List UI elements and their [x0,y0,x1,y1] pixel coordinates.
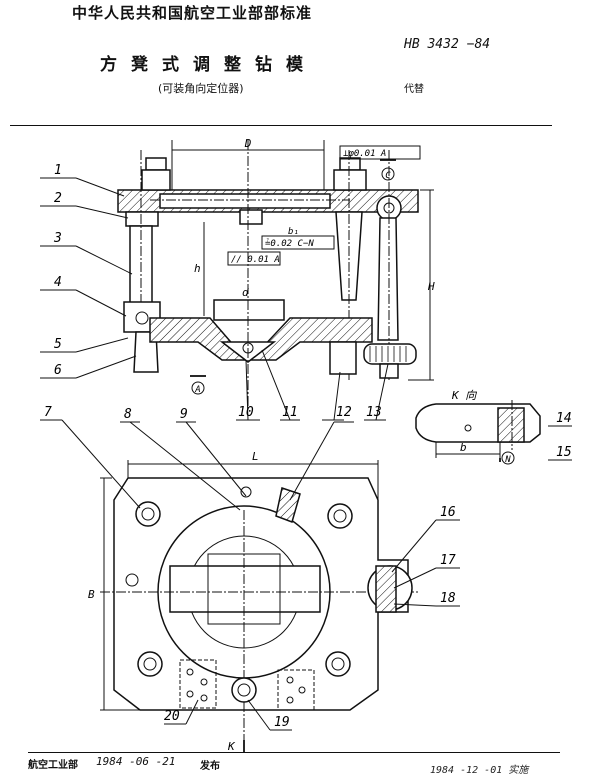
right-nut-top [339,157,361,171]
svg-text:16: 16 [440,505,456,520]
knurled-nut [363,343,417,365]
svg-text:20: 20 [164,709,180,724]
svg-text:2: 2 [54,191,62,206]
jaw-slot [169,565,321,613]
datum-A: A [194,385,200,395]
svg-text:7: 7 [44,405,52,420]
svg-text:17: 17 [440,553,456,568]
dim-L: L [252,450,259,463]
front-view: D H h d b₁ ⊥φ0.01 A ≟0.02 C−N // 0.01 A … [117,137,435,408]
left-nut [141,169,171,191]
document-subtitle: (可装角向定位器) [158,82,244,95]
svg-text:14: 14 [556,411,572,426]
svg-text:10: 10 [238,405,254,420]
plan-view: L B K [88,450,420,753]
dim-D: D [244,137,252,150]
dim-b: b [460,441,467,454]
right-foot [329,341,357,375]
svg-text:8: 8 [124,407,132,422]
svg-text:3: 3 [53,231,62,246]
dim-H: H [427,280,435,293]
replaces-label: 代替 [404,84,424,95]
par-tolerance: // 0.01 A [231,255,280,265]
svg-text:12: 12 [336,405,352,420]
datum-C: C [385,171,391,181]
svg-text:1: 1 [54,163,62,178]
k-view: K 向 b N [415,389,572,465]
footer-implement: 1984 -12 -01 实施 [430,765,529,776]
k-arrow-label: K [227,740,236,753]
dim-d: d [242,286,249,299]
svg-text:5: 5 [54,337,62,352]
perp-tolerance: ⊥φ0.01 A [343,149,386,159]
swing-bolt [377,217,399,341]
workpiece [213,299,285,321]
dim-h: h [194,262,201,275]
svg-text:11: 11 [282,405,298,420]
k-view-label: K 向 [451,389,477,402]
svg-text:19: 19 [274,715,290,730]
footer-org: 航空工业部 [28,760,78,771]
svg-text:9: 9 [180,407,188,422]
drill-bushing [239,209,263,225]
svg-text:18: 18 [440,591,456,606]
svg-text:4: 4 [54,275,62,290]
part-numbers: 1 2 3 4 5 6 7 8 9 10 11 12 13 14 15 16 1… [44,163,572,730]
datum-N: N [504,455,511,465]
svg-text:13: 13 [366,405,382,420]
corner-bolts [135,501,353,703]
document-title: 方凳式调整钻模 [100,55,317,75]
svg-text:6: 6 [54,363,62,378]
left-washer [125,211,159,227]
left-nut-top [145,157,167,171]
dim-b1: b₁ [288,227,299,237]
right-nut [333,169,367,191]
sym-tolerance: ≟0.02 C−N [265,238,314,249]
footer-rule [28,752,560,753]
header-rule [10,125,552,126]
footer-date: 1984 -06 -21 [96,755,176,768]
svg-text:15: 15 [556,445,572,460]
ministry-heading: 中华人民共和国航空工业部部标准 [72,4,313,22]
dim-B: B [88,588,95,601]
standard-number: HB 3432 −84 [404,37,491,52]
footer-issued: 发布 [200,761,220,772]
